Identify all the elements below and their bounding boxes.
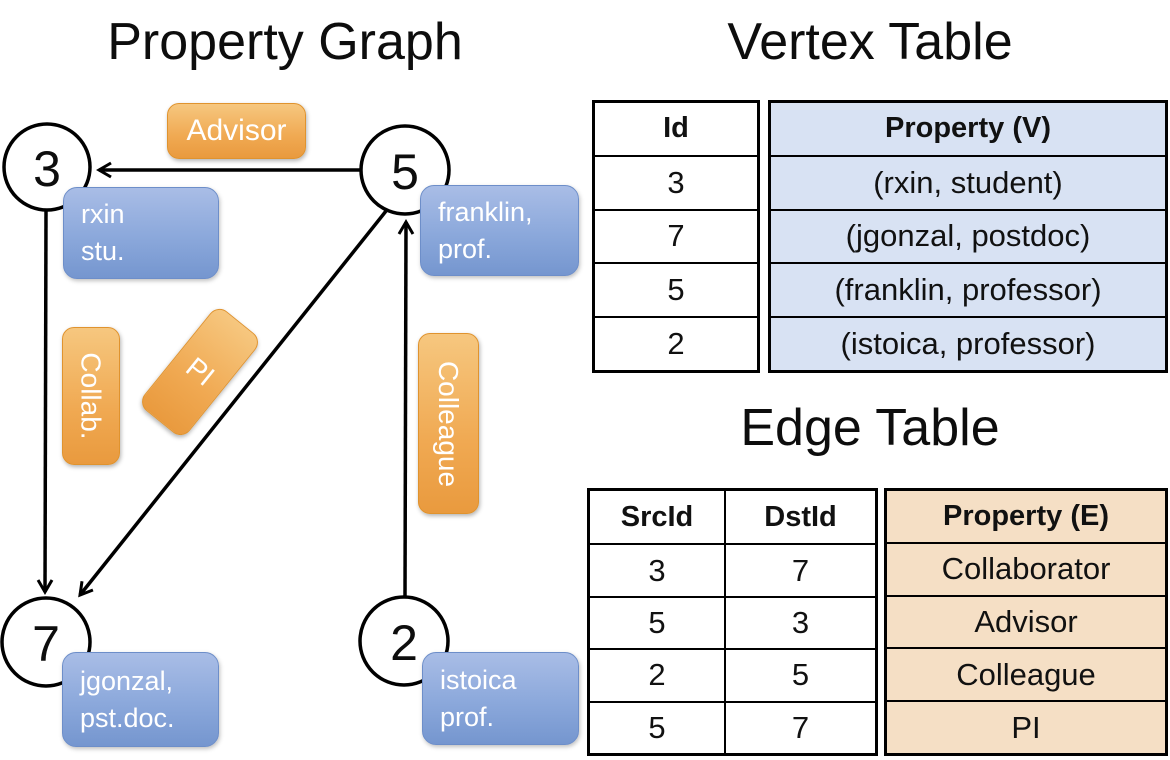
edge-table-dst-cell: 7: [726, 543, 875, 595]
node-property-box-franklin: franklin, prof.: [420, 185, 579, 276]
node-property-line: rxin: [81, 199, 125, 229]
edge-3-to-7: [36, 210, 54, 595]
edge-label-text: Advisor: [186, 114, 287, 147]
edge-table-property-cell: PI: [887, 700, 1165, 753]
vertex-table-property-cell: (istoica, professor): [771, 316, 1165, 370]
edge-5-to-7: [78, 209, 388, 598]
node-property-line: franklin,: [438, 196, 533, 227]
vertex-id-2: 2: [390, 615, 418, 671]
vertex-table-header-id: Id: [663, 112, 689, 145]
edge-table-title: Edge Table: [740, 399, 1000, 457]
node-property-line: stu.: [81, 236, 125, 266]
vertex-table-id-cell: 3: [595, 154, 757, 209]
edge-table-header-dstid: DstId: [764, 500, 837, 533]
node-property-line: prof.: [438, 233, 493, 264]
vertex-id-3: 3: [33, 141, 61, 197]
edge-table-property-column: Property (E) Collaborator Advisor Collea…: [884, 488, 1168, 756]
node-property-line: pst.doc.: [80, 702, 175, 733]
node-property-line: jgonzal,: [80, 665, 174, 696]
edge-table-header-srcid: SrcId: [590, 491, 726, 544]
edge-label-text: Colleague: [433, 360, 465, 487]
vertex-table-id-cell: 7: [595, 208, 757, 263]
vertex-table-id-column: Id 3 7 5 2: [592, 100, 760, 373]
property-graph-title: Property Graph: [107, 13, 463, 71]
edge-table-header-property: Property (E): [887, 491, 1165, 542]
edge-table-src-cell: 2: [590, 648, 726, 701]
edge-table-src-cell: 5: [590, 595, 726, 649]
edge-label-colleague: Colleague: [418, 333, 479, 514]
edge-label-text: PI: [180, 351, 221, 392]
vertex-table-property-column: Property (V) (rxin, student) (jgonzal, p…: [768, 100, 1168, 373]
vertex-table-header-property: Property (V): [771, 103, 1165, 155]
vertex-id-7: 7: [32, 616, 60, 672]
edge-table-dst-cell: 5: [726, 648, 875, 700]
vertex-id-5: 5: [391, 144, 419, 200]
edge-table-dst-cell: 7: [726, 700, 875, 753]
vertex-table-property-cell: (jgonzal, postdoc): [771, 208, 1165, 263]
vertex-table-property-cell: (rxin, student): [771, 154, 1165, 209]
edge-2-to-5: [397, 219, 415, 597]
vertex-table-id-cell: 5: [595, 262, 757, 316]
node-property-box-jgonzal: jgonzal, pst.doc.: [62, 652, 219, 747]
edge-label-text: Collab.: [76, 352, 108, 440]
edge-table-src-dst-columns: SrcId DstId 3 7 5 3 2 5 5 7: [587, 488, 878, 756]
node-property-line: istoica: [440, 664, 517, 695]
node-property-box-istoica: istoica prof.: [422, 652, 579, 745]
vertex-table-title: Vertex Table: [727, 13, 1013, 71]
edge-table-property-cell: Advisor: [887, 594, 1165, 648]
edge-table-property-cell: Colleague: [887, 647, 1165, 701]
edge-label-collab: Collab.: [62, 327, 120, 465]
edge-table-src-cell: 5: [590, 700, 726, 753]
node-property-line: prof.: [440, 701, 495, 732]
node-property-box-rxin: rxin stu.: [63, 187, 219, 279]
edge-table-src-cell: 3: [590, 543, 726, 596]
edge-label-advisor: Advisor: [167, 103, 306, 159]
edge-table-property-cell: Collaborator: [887, 541, 1165, 595]
vertex-table-id-cell: 2: [595, 316, 757, 370]
vertex-table-property-cell: (franklin, professor): [771, 262, 1165, 317]
edge-table-dst-cell: 3: [726, 595, 875, 648]
